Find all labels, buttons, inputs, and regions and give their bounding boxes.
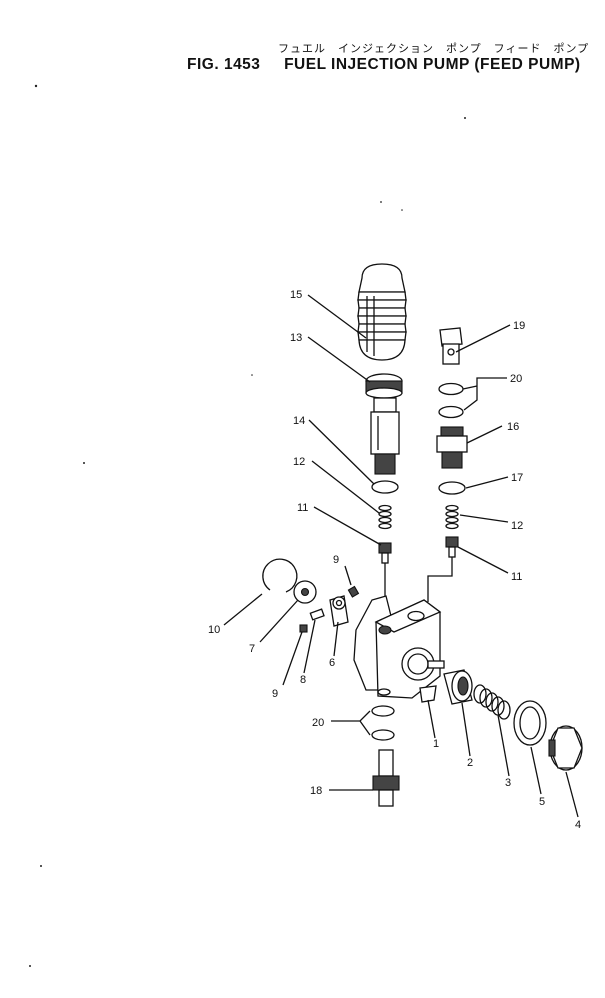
part-9-screw-lower — [299, 624, 308, 633]
callout-numbers: 15 13 19 20 14 16 12 17 11 12 11 9 10 7 … — [208, 289, 581, 831]
callout-3: 3 — [505, 777, 511, 789]
part-17-o-ring — [438, 481, 466, 495]
part-2-piston — [443, 669, 473, 705]
callout-1: 1 — [433, 738, 439, 750]
part-9-screw-upper — [347, 585, 360, 598]
part-8-pin — [309, 608, 325, 621]
part-18-connector — [372, 749, 400, 807]
part-11-check-valve-right — [445, 536, 459, 558]
assembly-line-right — [427, 557, 453, 602]
callout-15: 15 — [290, 289, 302, 301]
part-14-o-ring — [371, 480, 399, 494]
callout-17: 17 — [511, 472, 523, 484]
callout-7: 7 — [249, 643, 255, 655]
part-7-tappet-roller — [293, 580, 317, 604]
part-3-spring — [473, 684, 511, 720]
callout-16: 16 — [507, 421, 519, 433]
callout-18: 18 — [310, 785, 322, 797]
figure-name: FUEL INJECTION PUMP (FEED PUMP) — [284, 56, 581, 73]
part-13-priming-pump — [365, 373, 403, 475]
part-12-spring-left — [378, 504, 392, 530]
part-20-gasket-lower-b — [371, 729, 395, 741]
callout-11-right: 11 — [511, 571, 522, 583]
part-1-pump-body — [353, 595, 445, 703]
part-20-gasket-upper-b — [438, 405, 464, 419]
part-4-plug — [548, 725, 583, 771]
part-16-adaptor — [436, 426, 468, 469]
part-15-rubber-boot — [357, 263, 407, 361]
figure-title: FIG. 1453 FUEL INJECTION PUMP (FEED PUMP… — [187, 56, 581, 74]
callout-11-left: 11 — [297, 502, 308, 514]
callout-10: 10 — [208, 624, 220, 636]
callout-19: 19 — [513, 320, 525, 332]
callout-9-lower: 9 — [272, 688, 278, 700]
callout-6: 6 — [329, 657, 335, 669]
callout-20-upper: 20 — [510, 373, 522, 385]
callout-4: 4 — [575, 819, 581, 831]
callout-5: 5 — [539, 796, 545, 808]
figure-number: FIG. 1453 — [187, 56, 261, 73]
scan-specks — [29, 84, 466, 967]
callout-12-right: 12 — [511, 520, 523, 532]
part-19-banjo-bolt — [439, 327, 463, 365]
callout-12-left: 12 — [293, 456, 305, 468]
part-11-check-valve-left — [378, 542, 392, 564]
callout-8: 8 — [300, 674, 306, 686]
japanese-title: フュエル インジェクション ポンプ フィード ポンプ — [278, 42, 590, 55]
part-12-spring-right — [445, 504, 459, 530]
part-20-gasket-lower-a — [371, 705, 395, 717]
part-6-bracket — [329, 595, 349, 627]
callout-20-lower: 20 — [312, 717, 324, 729]
part-10-snap-ring — [262, 558, 298, 593]
callout-9-upper: 9 — [333, 554, 339, 566]
leader-lines — [223, 294, 579, 818]
part-20-gasket-upper-a — [438, 382, 464, 396]
callout-2: 2 — [467, 757, 473, 769]
callout-13: 13 — [290, 332, 302, 344]
part-5-gasket — [513, 700, 547, 746]
callout-14: 14 — [293, 415, 305, 427]
